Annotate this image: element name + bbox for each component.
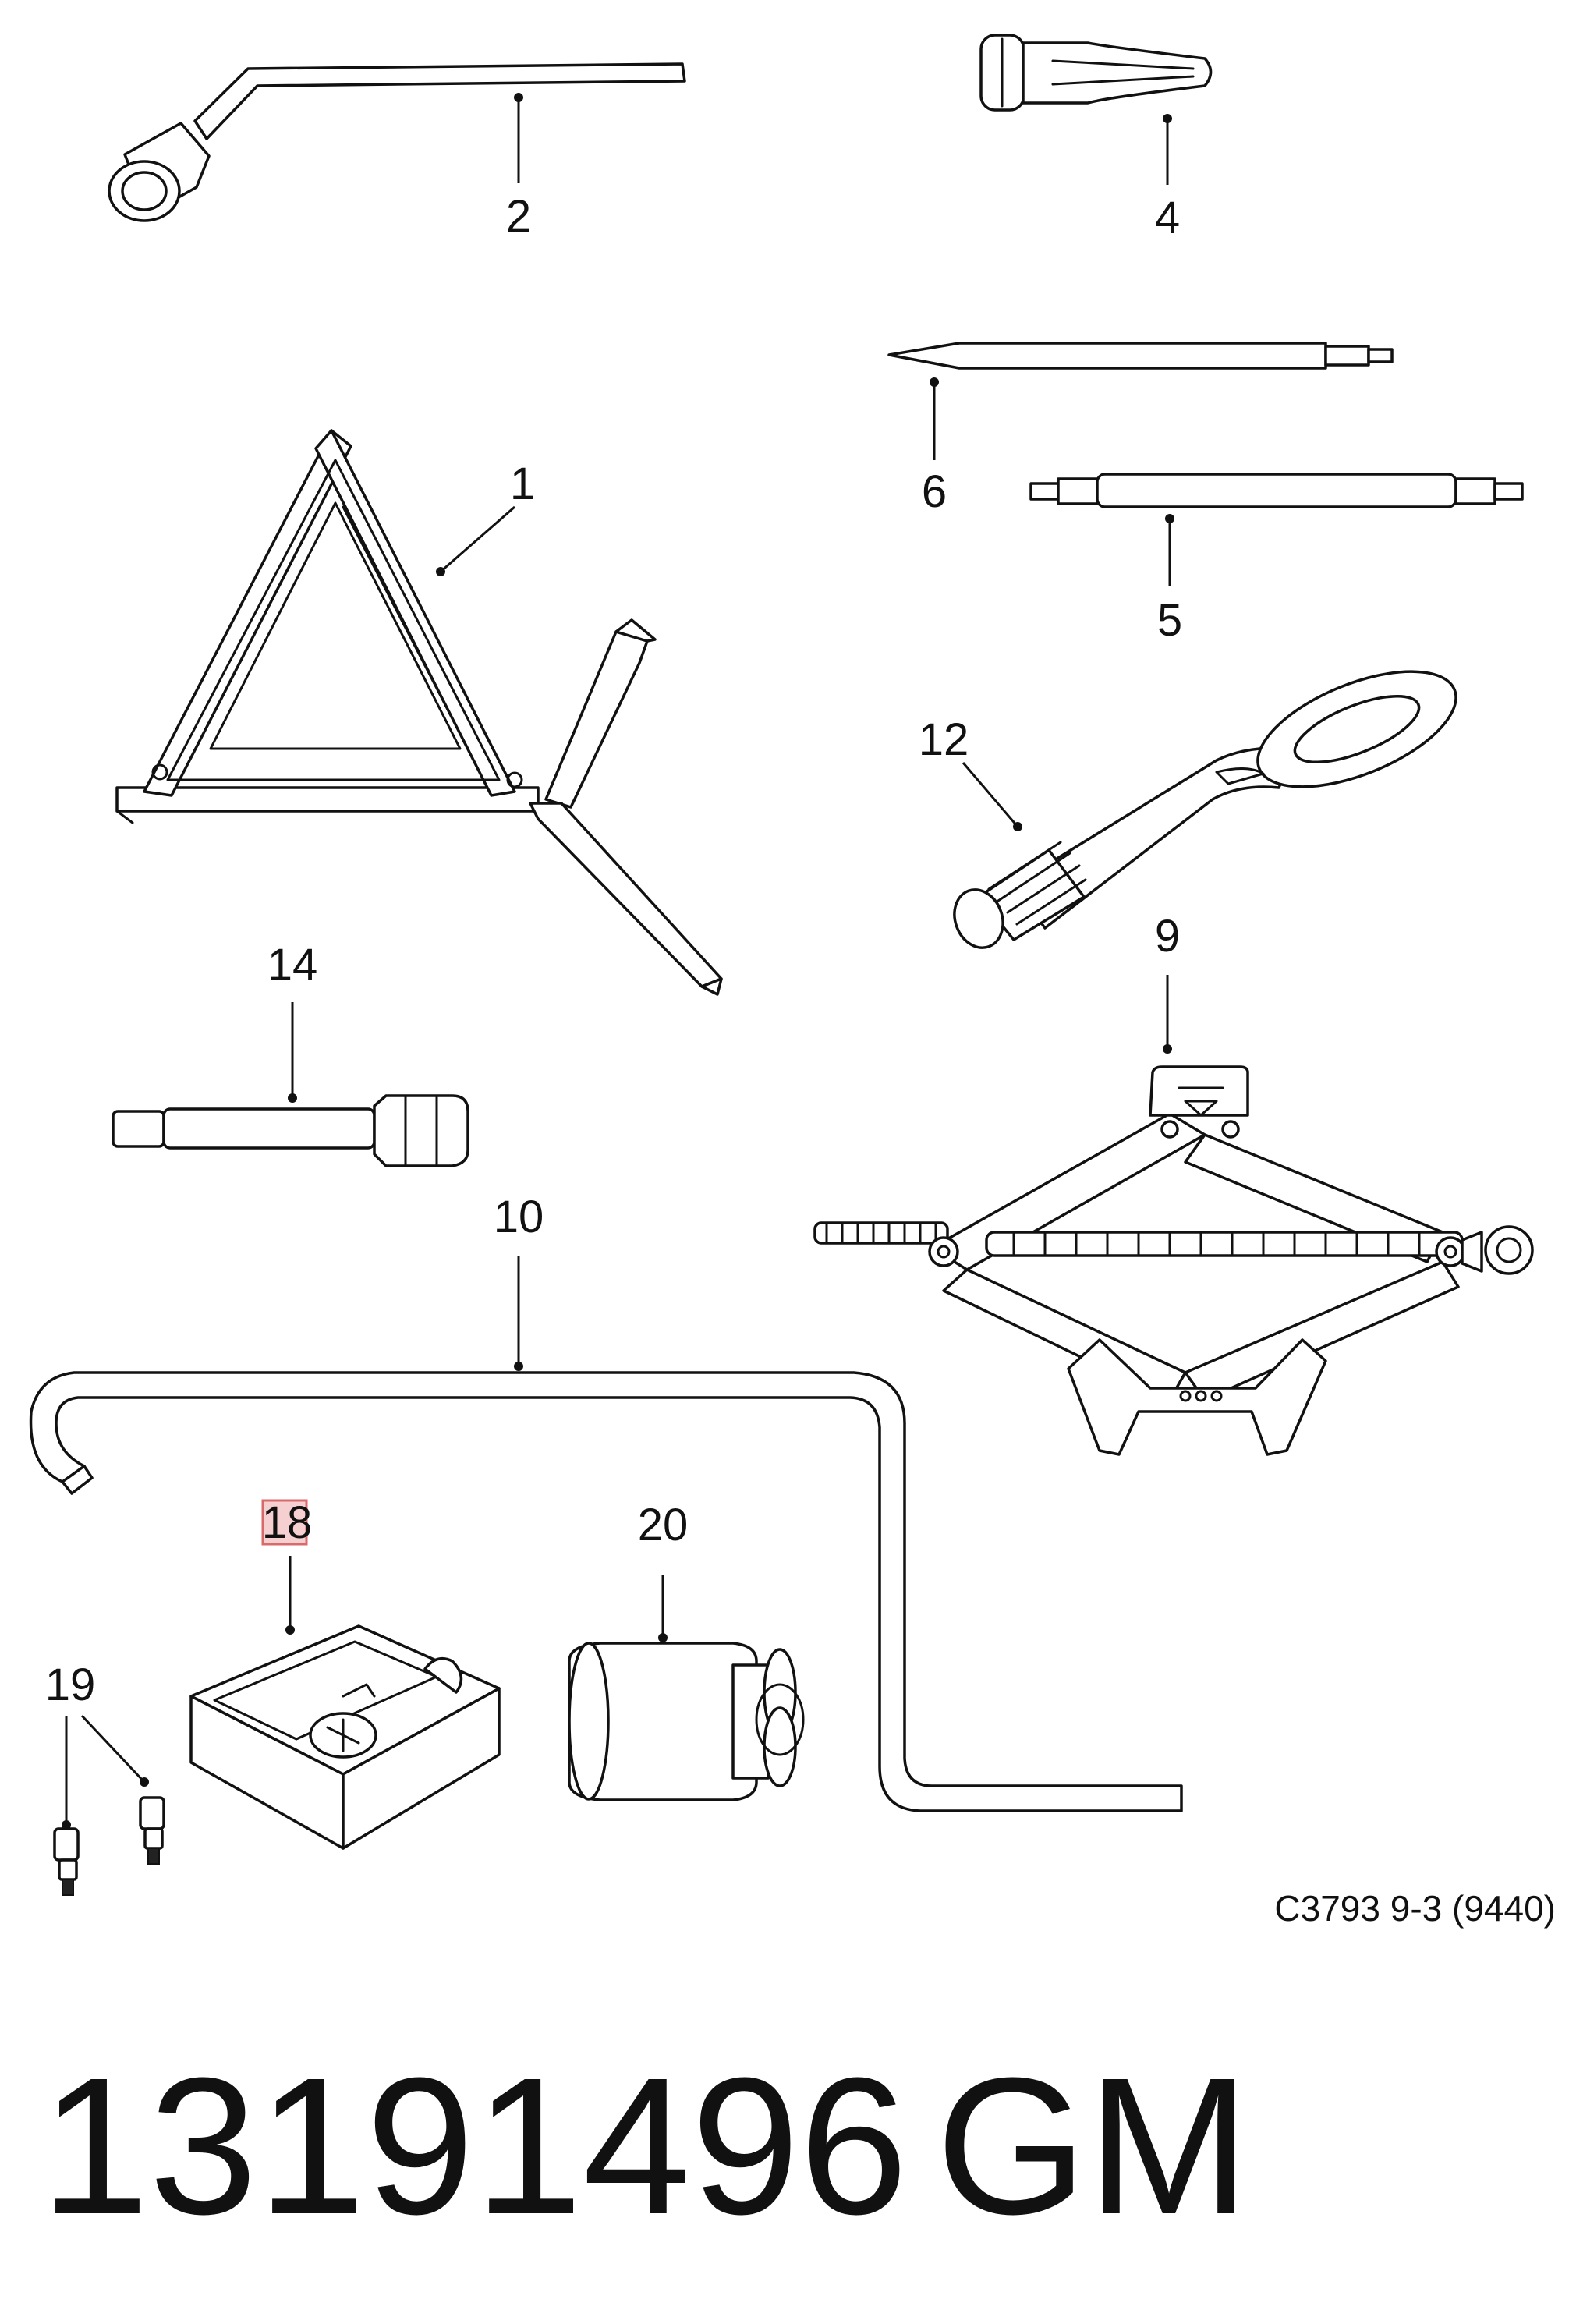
leader-dot-12 xyxy=(1013,822,1022,831)
callout-4: 4 xyxy=(1155,193,1180,243)
leader-19b xyxy=(80,1714,146,1784)
callout-9: 9 xyxy=(1155,911,1180,962)
leader-dot-1 xyxy=(436,567,445,576)
callout-5: 5 xyxy=(1157,595,1182,646)
leader-dot-4 xyxy=(1163,114,1172,123)
leader-dot-19a xyxy=(62,1820,71,1830)
leader-dot-18 xyxy=(285,1625,295,1635)
callout-18-highlight xyxy=(261,1499,308,1546)
part-extension-bar xyxy=(1029,473,1524,508)
leader-dot-19b xyxy=(140,1777,149,1787)
callout-10: 10 xyxy=(494,1192,544,1242)
callout-1: 1 xyxy=(510,459,535,509)
leader-dot-2 xyxy=(514,93,523,102)
leader-dot-14 xyxy=(288,1093,297,1103)
part-tire-compressor xyxy=(189,1624,501,1850)
part-valve-adapters xyxy=(53,1796,165,1896)
part-screwdriver-blade xyxy=(887,342,1394,370)
footer-brand: GM xyxy=(936,2037,1250,2255)
part-socket-adapter xyxy=(112,1094,469,1167)
callout-20: 20 xyxy=(638,1500,689,1550)
leader-dot-6 xyxy=(930,377,939,387)
callout-12: 12 xyxy=(919,714,969,765)
part-scissor-jack xyxy=(813,1065,1534,1456)
part-screwdriver-handle xyxy=(979,34,1213,112)
leader-dot-10 xyxy=(514,1362,523,1371)
reference-code: C3793 9-3 (9440) xyxy=(1274,1888,1556,1929)
callout-19: 19 xyxy=(45,1660,96,1710)
callout-18: 18 xyxy=(262,1497,313,1548)
leader-12 xyxy=(962,762,1019,827)
leader-dot-9 xyxy=(1163,1044,1172,1054)
leader-dot-20 xyxy=(658,1633,668,1642)
part-warning-triangle xyxy=(115,429,723,996)
leader-dot-5 xyxy=(1165,514,1174,523)
part-crank-handle xyxy=(29,1371,1183,1812)
part-towing-eye xyxy=(953,670,1457,949)
callout-2: 2 xyxy=(506,191,531,242)
callout-14: 14 xyxy=(267,940,318,990)
part-sealant-canister xyxy=(568,1642,805,1801)
footer-part-number: 13191496 xyxy=(41,2037,908,2255)
part-wheel-wrench xyxy=(108,62,686,222)
callout-6: 6 xyxy=(922,466,947,517)
leader-1 xyxy=(440,505,515,573)
